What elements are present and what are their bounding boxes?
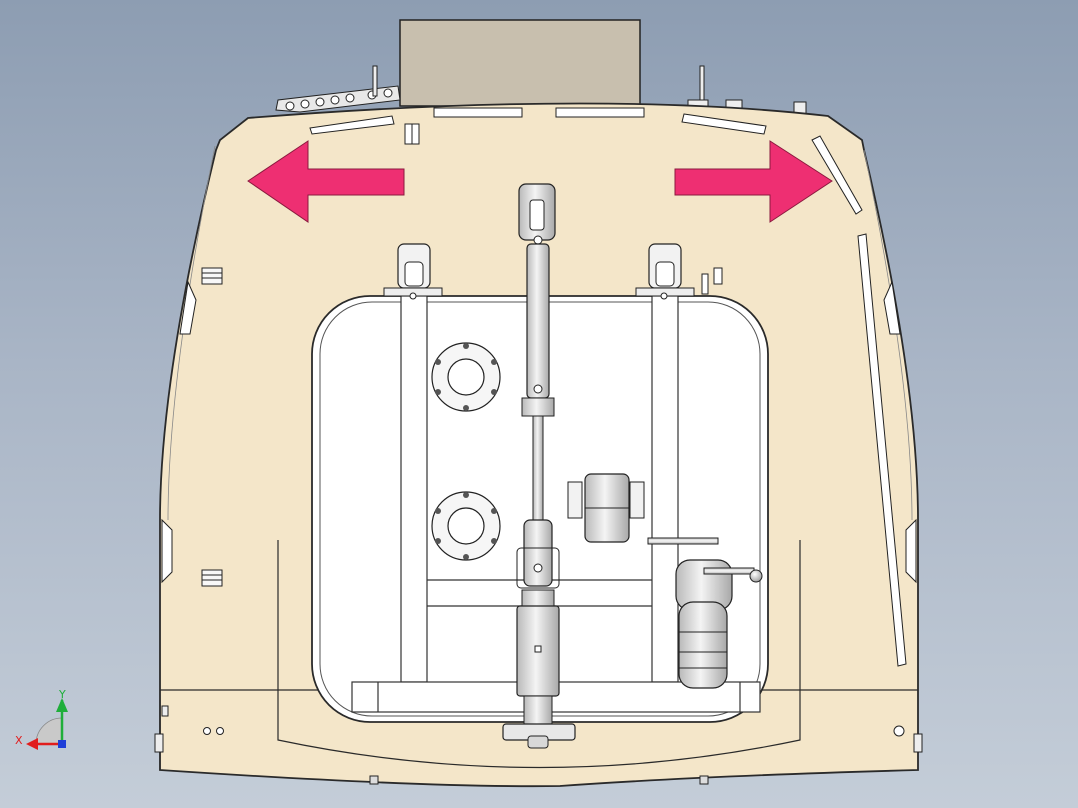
axis-triad-icon — [26, 698, 68, 750]
right-long-rod — [857, 233, 907, 667]
flange-lower — [431, 491, 501, 561]
top-left-bracket — [275, 65, 401, 113]
top-slots — [309, 107, 767, 135]
right-upper-rod — [811, 135, 863, 215]
left-hinge-bracket — [383, 243, 443, 300]
left-vent-lower — [201, 569, 223, 587]
right-hinge-bracket — [635, 243, 723, 300]
flange-upper — [431, 342, 501, 412]
arrow-right-icon — [674, 140, 833, 223]
valve-pump — [675, 559, 763, 689]
left-vent-upper — [201, 267, 223, 285]
central-actuator — [502, 183, 576, 749]
axis-y-label: Y — [58, 688, 66, 701]
small-canister — [567, 473, 719, 545]
axis-x-label: X — [15, 734, 23, 747]
housing-front-curve — [277, 540, 801, 769]
arrow-left-icon — [247, 140, 405, 223]
top-frame-panel — [399, 19, 641, 107]
